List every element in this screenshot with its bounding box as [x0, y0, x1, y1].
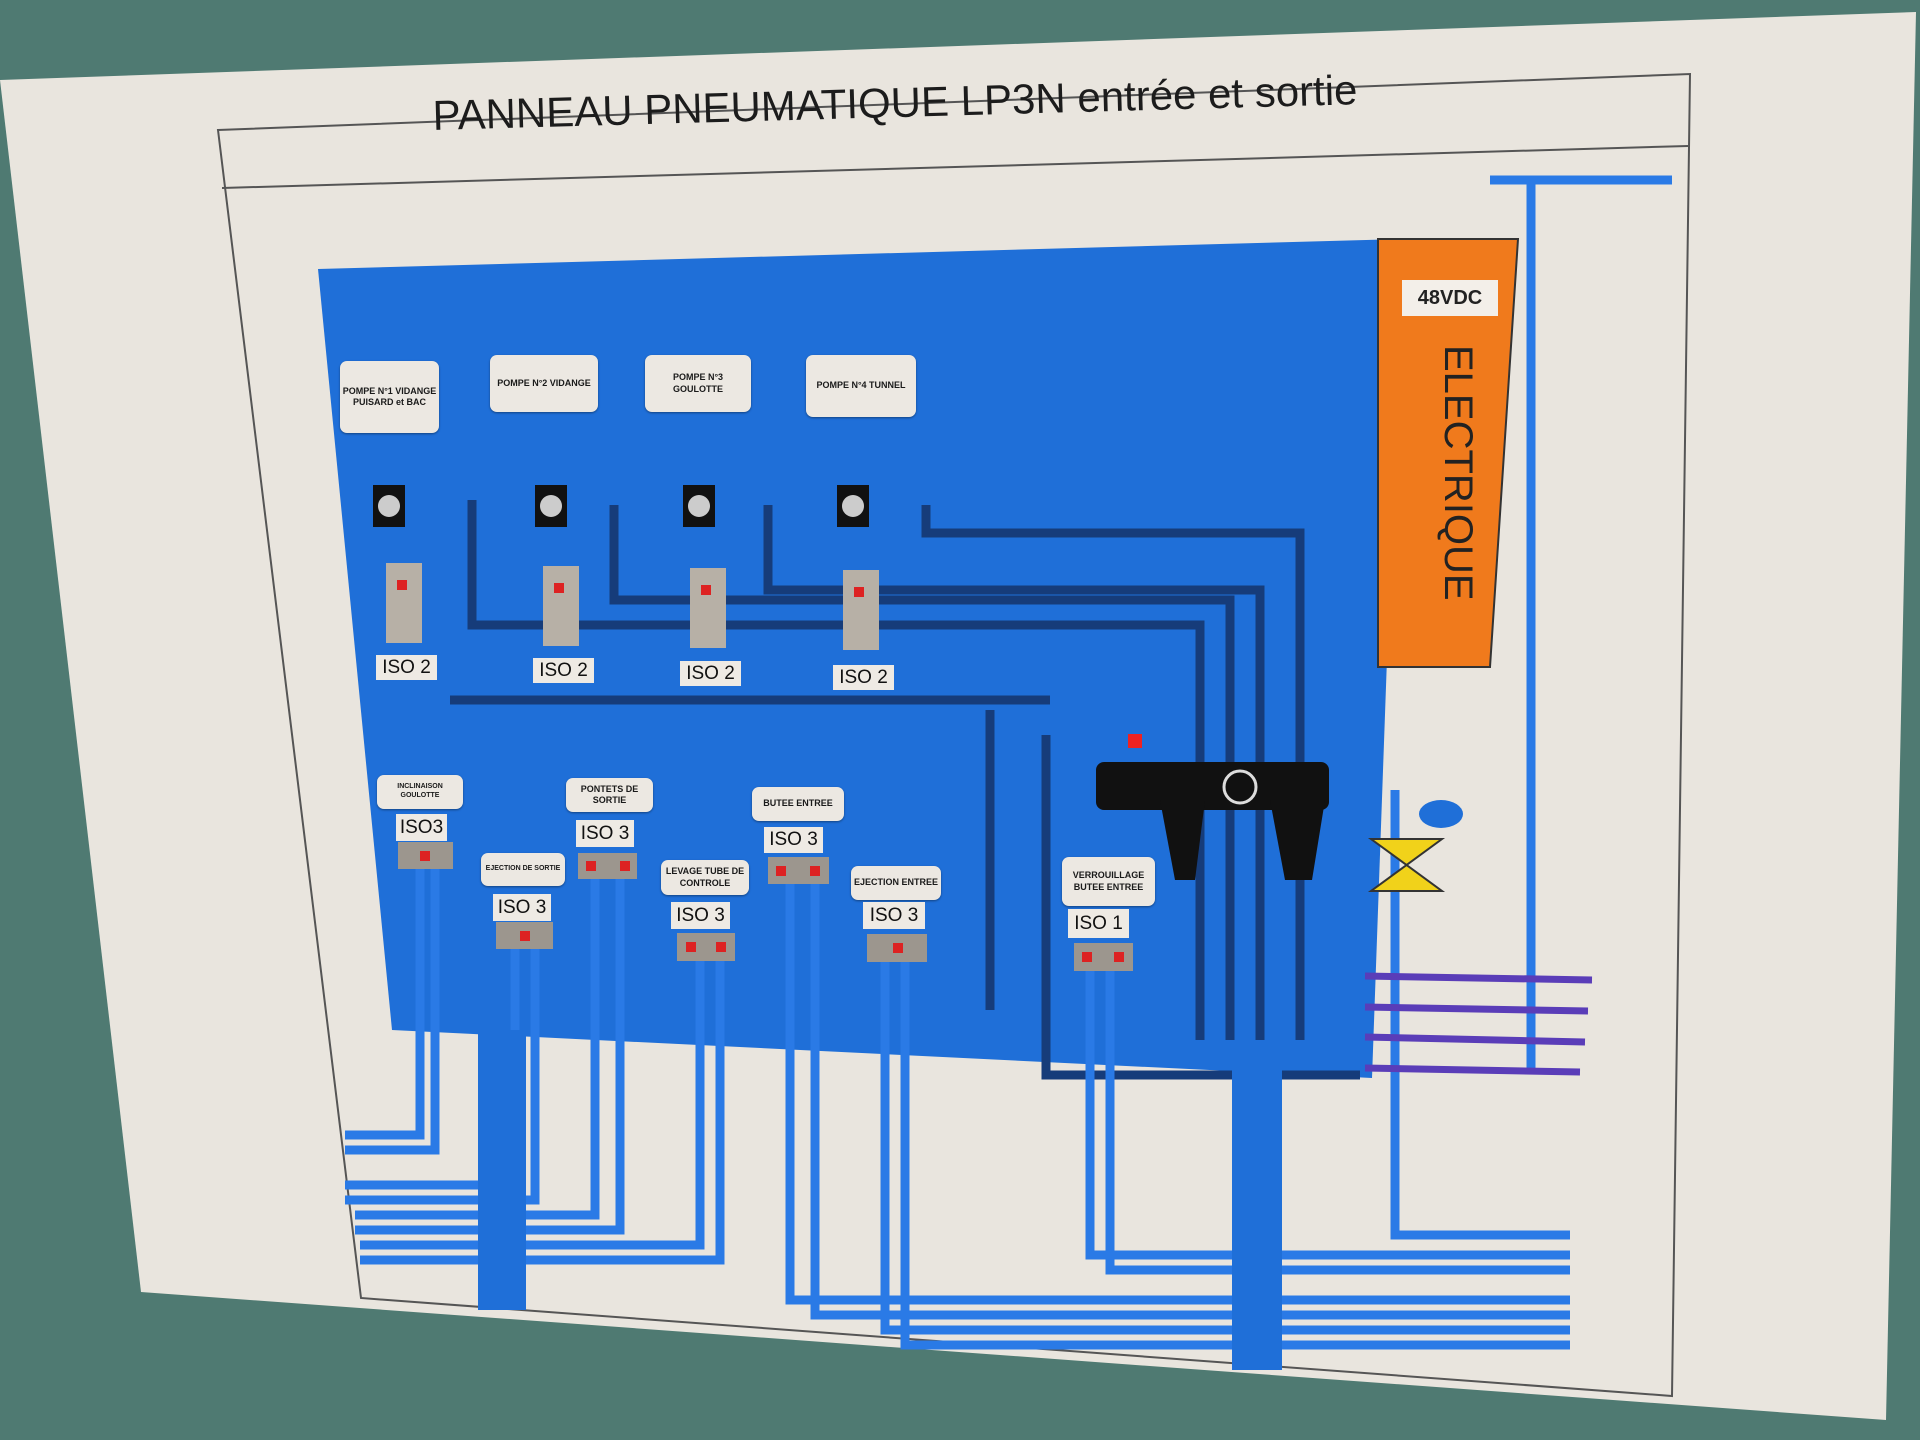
title-rule — [221, 145, 1689, 189]
actuator-iso-7: ISO 1 — [1068, 909, 1129, 938]
pump-valves — [373, 485, 879, 650]
actuator-label-3: PONTETS DE SORTIE — [566, 778, 653, 812]
actuator-iso-1: ISO3 — [396, 814, 447, 841]
pump-valve-2 — [535, 485, 579, 646]
gauge-circle — [1419, 800, 1463, 828]
actuator-label-6: EJECTION ENTREE — [851, 866, 941, 900]
outlet-lines — [1364, 972, 1593, 1076]
pump-label-3: POMPE N°3 GOULOTTE — [645, 355, 751, 412]
inner-border — [216, 72, 1692, 1398]
actuator-label-5: BUTEE ENTREE — [752, 787, 844, 821]
actuator-valves — [398, 842, 1133, 971]
pump-valve-4 — [837, 485, 879, 650]
actuator-iso-2: ISO 3 — [493, 894, 551, 921]
actuator-label-4: LEVAGE TUBE DE CONTROLE — [661, 860, 749, 895]
actuator-iso-6: ISO 3 — [863, 902, 925, 929]
actuator-valve-leds — [420, 851, 1124, 962]
actuator-iso-3: ISO 3 — [576, 820, 634, 847]
voltage-label: 48VDC — [1402, 280, 1498, 316]
pump-valve-3 — [683, 485, 726, 648]
actuator-iso-5: ISO 3 — [764, 827, 823, 853]
actuator-iso-4: ISO 3 — [671, 902, 730, 929]
pump-valve-1 — [373, 485, 422, 643]
pump-iso-2: ISO 2 — [533, 658, 594, 683]
pump-iso-3: ISO 2 — [680, 661, 741, 686]
electrical-box — [1377, 238, 1520, 668]
actuator-label-1: INCLINAISON GOULOTTE — [377, 775, 463, 809]
pump-label-2: POMPE N°2 VIDANGE — [490, 355, 598, 412]
actuator-label-7: VERROUILLAGE BUTEE ENTREE — [1062, 857, 1155, 906]
pump-label-1: POMPE N°1 VIDANGE PUISARD et BAC — [340, 361, 439, 433]
pump-label-4: POMPE N°4 TUNNEL — [806, 355, 916, 417]
actuator-pipes — [345, 175, 1672, 1350]
actuator-label-2: EJECTION DE SORTIE — [481, 853, 565, 886]
left-supply-pipe — [478, 1030, 526, 1310]
filter-regulator-unit — [1096, 734, 1329, 880]
pump-iso-1: ISO 2 — [376, 655, 437, 680]
main-supply-pipe — [1232, 1060, 1282, 1370]
pump-iso-4: ISO 2 — [833, 665, 894, 690]
yellow-valve — [1367, 838, 1446, 892]
electrical-label: ELECTRIQUE — [1436, 345, 1480, 601]
